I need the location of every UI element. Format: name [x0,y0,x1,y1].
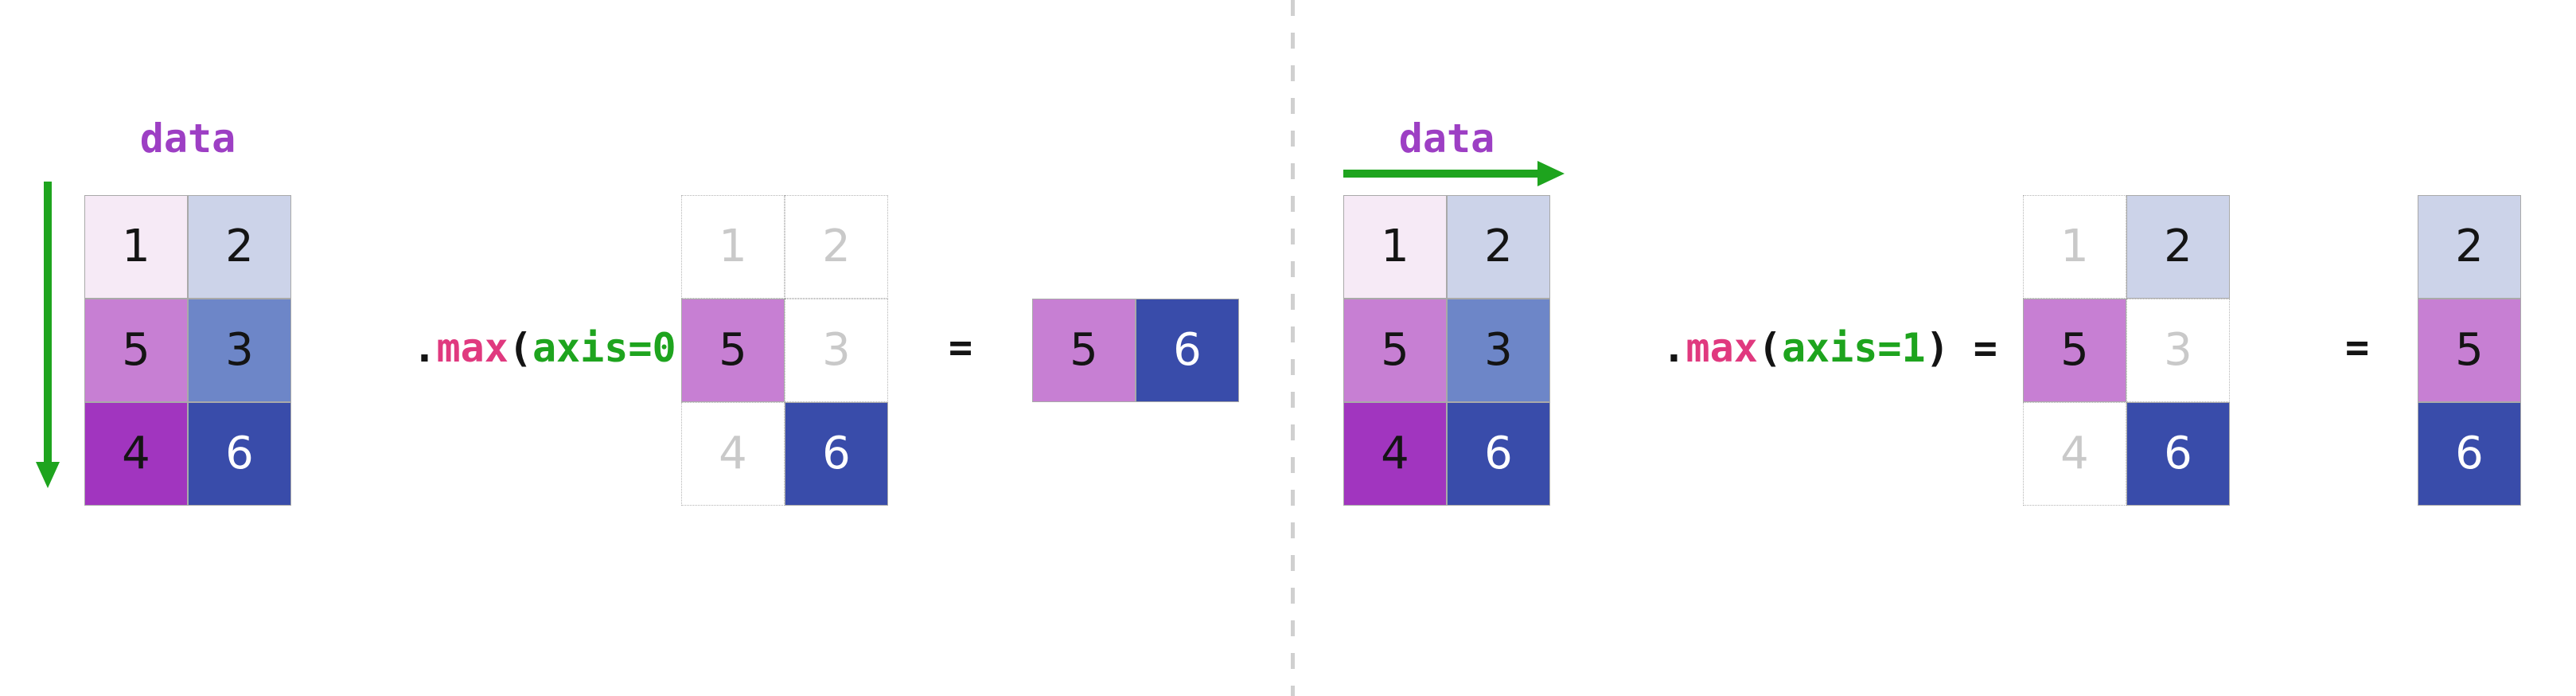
left-matrix-cell-r0c0: 1 [84,195,188,299]
right-source-matrix: 1 2 5 3 4 6 [1343,195,1550,506]
left-masked-cell-r1c1: 3 [785,299,888,402]
left-expr-argument: axis=0 [532,325,676,371]
left-matrix-cell-r1c0: 5 [84,299,188,402]
right-expr-paren-open: ( [1757,325,1782,371]
right-result-cell-0: 2 [2418,195,2521,299]
right-masked-cell-r0c0: 1 [2023,195,2126,299]
right-matrix-cell-r1c1: 3 [1447,299,1550,402]
right-masked-cell-r2c0: 4 [2023,402,2126,506]
left-matrix-cell-r1c1: 3 [188,299,291,402]
left-matrix-cell-r2c0: 4 [84,402,188,506]
right-equals-sign: = [2344,324,2370,370]
left-data-label: data [139,115,236,162]
right-matrix-cell-r0c0: 1 [1343,195,1447,299]
right-matrix-cell-r2c1: 6 [1447,402,1550,506]
right-matrix-cell-r1c0: 5 [1343,299,1447,402]
right-result-cell-1: 5 [2418,299,2521,402]
left-masked-cell-r2c1-highlight: 6 [785,402,888,506]
right-expr-argument: axis=1 [1781,325,1926,371]
left-matrix-cell-r2c1: 6 [188,402,291,506]
right-masked-cell-r1c0-highlight: 5 [2023,299,2126,402]
right-matrix-cell-r2c0: 4 [1343,402,1447,506]
right-masked-cell-r2c1-highlight: 6 [2126,402,2230,506]
left-expr-method: max [436,325,509,371]
right-expr-equals: = [1949,325,1997,371]
left-masked-cell-r0c1: 2 [785,195,888,299]
left-equals-sign: = [948,324,973,370]
axis1-arrow-head-icon [1537,161,1565,186]
right-masked-cell-r1c1: 3 [2126,299,2230,402]
left-source-matrix: 1 2 5 3 4 6 [84,195,291,506]
left-expr-dot: . [412,325,437,371]
left-masked-cell-r2c0: 4 [681,402,785,506]
axis1-arrow-shaft [1343,170,1537,178]
axis0-arrow-head-icon [36,462,60,488]
left-result-cell-0: 5 [1032,299,1136,402]
right-data-label: data [1398,115,1495,162]
left-masked-matrix: 1 2 5 3 4 6 [681,195,888,506]
right-masked-cell-r0c1-highlight: 2 [2126,195,2230,299]
left-result-cell-1: 6 [1136,299,1239,402]
axis0-arrow-shaft [44,182,52,463]
left-expr-paren-open: ( [508,325,532,371]
right-expression: .max(axis=1) = [1566,279,1997,417]
right-expr-method: max [1686,325,1758,371]
right-expr-paren-close: ) [1925,325,1950,371]
left-result-row: 5 6 [1032,299,1239,402]
right-result-column: 2 5 6 [2418,195,2521,506]
right-masked-matrix: 1 2 5 3 4 6 [2023,195,2230,506]
panel-divider [1291,0,1295,696]
right-matrix-cell-r0c1: 2 [1447,195,1550,299]
left-masked-cell-r0c0: 1 [681,195,785,299]
right-expr-dot: . [1662,325,1686,371]
left-matrix-cell-r0c1: 2 [188,195,291,299]
left-masked-cell-r1c0-highlight: 5 [681,299,785,402]
right-result-cell-2: 6 [2418,402,2521,506]
